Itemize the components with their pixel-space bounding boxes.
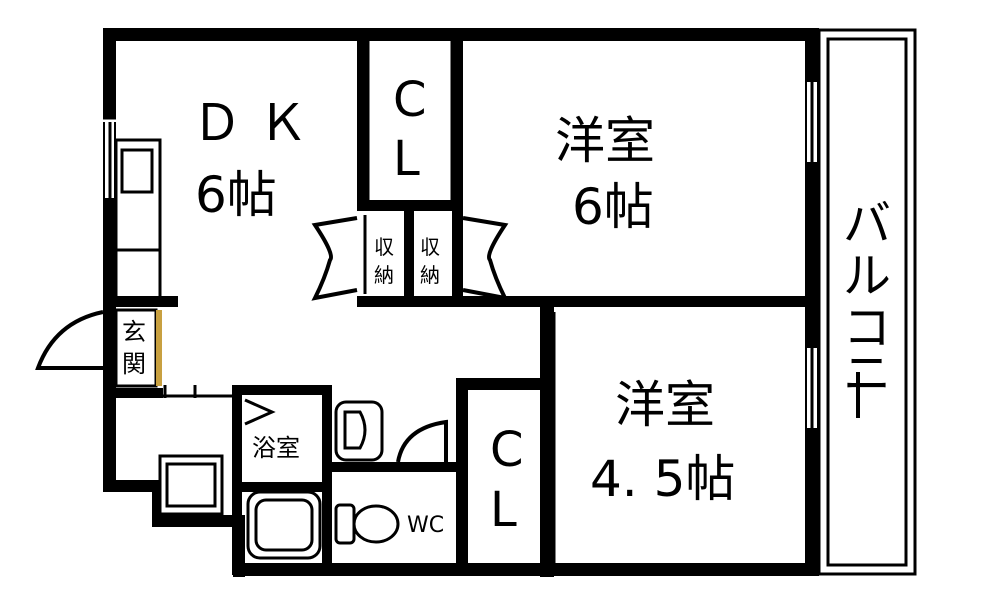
balcony (817, 28, 917, 576)
closet-top-l: L (393, 131, 420, 187)
toilet (334, 503, 400, 545)
balcony-char-1: バ (843, 196, 891, 252)
bedroom-bottom-size: 4. 5帖 (590, 450, 735, 508)
dk-label: Ｄ Ｋ (192, 94, 308, 152)
wc-label: WC (407, 513, 444, 538)
closet-bottom-c: C (490, 422, 524, 478)
storage-right-1: 収 (420, 235, 440, 259)
kitchen-counter (114, 138, 162, 302)
balcony-char-4: ニ (843, 346, 891, 402)
bathroom-fixtures (244, 398, 448, 560)
window-marks (103, 82, 817, 428)
room-labels: Ｄ Ｋ 6帖 C L 洋室 6帖 収 納 収 納 バ ル コ ニ 玄 関 浴室 … (122, 72, 891, 538)
balcony-char-2: ル (843, 248, 891, 304)
washing-machine-space (158, 454, 224, 516)
genkan-step (156, 310, 162, 386)
storage-left-2: 納 (374, 263, 394, 287)
genkan-char-1: 玄 (122, 318, 146, 346)
closet-bottom-l: L (490, 482, 517, 538)
genkan-char-2: 関 (122, 350, 146, 378)
bathroom-label: 浴室 (252, 434, 300, 462)
storage-left-1: 収 (374, 235, 394, 259)
bedroom-bottom-name: 洋室 (615, 376, 715, 434)
bedroom-top-size: 6帖 (572, 178, 654, 236)
storage-doors (311, 215, 509, 301)
balcony-long-dash (856, 372, 860, 418)
entrance (35, 308, 162, 388)
bedroom-top-name: 洋室 (555, 112, 655, 170)
closet-top-c: C (393, 72, 427, 128)
thin-lines (116, 41, 682, 563)
balcony-char-3: コ (843, 300, 891, 356)
storage-right-2: 納 (420, 263, 440, 287)
dk-size: 6帖 (195, 166, 277, 224)
